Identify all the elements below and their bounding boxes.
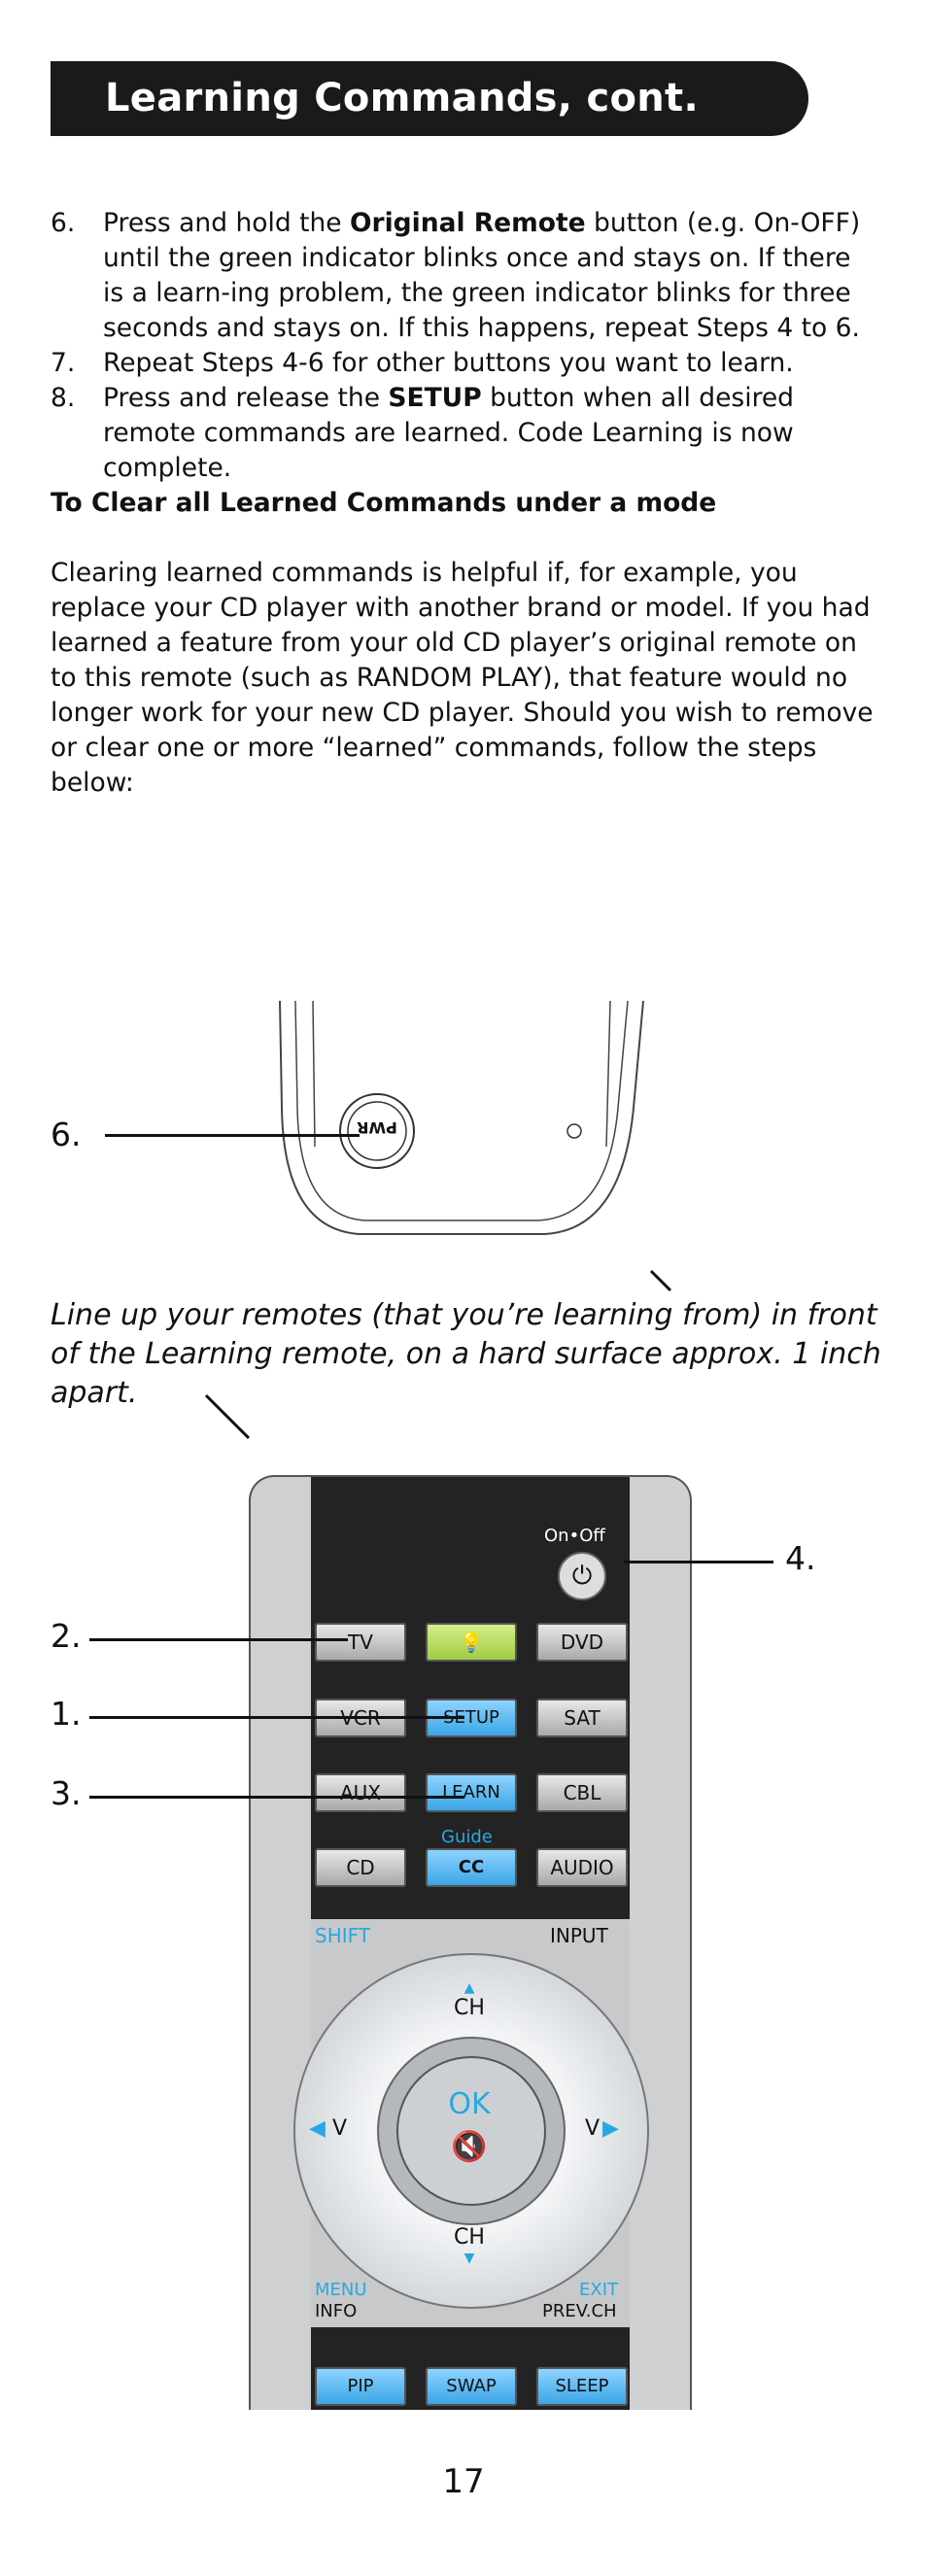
guide-label: Guide — [441, 1827, 493, 1847]
callout-line-6 — [105, 1134, 360, 1137]
step-text: Press and hold the — [103, 208, 350, 238]
pwr-button — [339, 1093, 415, 1169]
callout-line-4 — [624, 1561, 773, 1563]
input-label: INPUT — [550, 1924, 608, 1947]
step-8: 8. Press and release the SETUP button wh… — [51, 381, 876, 486]
audio-button: AUDIO — [536, 1848, 628, 1887]
step-bold: SETUP — [388, 383, 482, 413]
vol-right-arrow-icon: ▶ — [602, 2116, 619, 2141]
page-number: 17 — [442, 2462, 485, 2501]
pip-button: PIP — [315, 2367, 406, 2406]
callout-line-2 — [89, 1638, 348, 1641]
step-text: Repeat Steps 4-6 for other buttons you w… — [103, 348, 794, 378]
power-icon: ⏻ — [558, 1552, 606, 1600]
step-text: Press and release the — [103, 383, 389, 413]
vol-left-arrow-icon: ◀ — [309, 2116, 326, 2141]
swap-button: SWAP — [426, 2367, 517, 2406]
body-paragraph: Clearing learned commands is helpful if,… — [51, 558, 874, 798]
ok-label: OK — [448, 2087, 491, 2121]
ok-button — [396, 2056, 546, 2206]
callout-4: 4. — [785, 1539, 816, 1577]
ch-down-arrow-icon: ▼ — [464, 2250, 475, 2266]
section-header: Learning Commands, cont. — [51, 61, 808, 136]
step-text: button (e.g. On-OFF) until the green ind… — [103, 208, 861, 343]
step-number: 7. — [51, 348, 76, 378]
callout-line-3 — [89, 1796, 464, 1799]
remote-illustration: On•Off ⏻ TV 💡 DVD VCR SETUP SAT AUX LEAR… — [249, 1475, 692, 2410]
step-number: 6. — [51, 208, 76, 238]
step-6: 6. Press and hold the Original Remote bu… — [51, 206, 876, 346]
menu-label: MENU — [315, 2280, 367, 2300]
vol-left-label: V — [332, 2116, 348, 2141]
cc-button: CC — [426, 1848, 517, 1887]
step-number: 8. — [51, 383, 76, 413]
step-bold: Original Remote — [349, 208, 586, 238]
figure-caption: Line up your remotes (that you’re learni… — [51, 1298, 881, 1410]
light-bulb-icon: 💡 — [426, 1623, 517, 1662]
pointer-line — [204, 1393, 251, 1440]
callout-3: 3. — [51, 1774, 82, 1812]
info-label: INFO — [315, 2301, 358, 2321]
vol-right-label: V — [585, 2116, 601, 2141]
sat-button: SAT — [536, 1699, 628, 1737]
exit-label: EXIT — [579, 2280, 619, 2300]
tv-button: TV — [315, 1623, 406, 1662]
instructions: 6. Press and hold the Original Remote bu… — [51, 206, 876, 801]
sleep-button: SLEEP — [536, 2367, 628, 2406]
callout-1: 1. — [51, 1695, 82, 1733]
remote-bottom-illustration — [279, 1001, 672, 1292]
subheading: To Clear all Learned Commands under a mo… — [51, 488, 717, 518]
step-7: 7. Repeat Steps 4-6 for other buttons yo… — [51, 346, 876, 381]
cd-button: CD — [315, 1848, 406, 1887]
shift-label: SHIFT — [315, 1924, 371, 1947]
power-label: On•Off — [544, 1526, 605, 1546]
aux-button: AUX — [315, 1773, 406, 1812]
ch-up-label: CH — [454, 1996, 485, 2020]
callout-line-1 — [89, 1716, 464, 1719]
learn-button: LEARN — [426, 1773, 517, 1812]
section-title: Learning Commands, cont. — [105, 76, 699, 120]
callout-6: 6. — [51, 1116, 82, 1153]
cbl-button: CBL — [536, 1773, 628, 1812]
callout-2: 2. — [51, 1617, 82, 1655]
ch-down-label: CH — [454, 2225, 485, 2250]
dvd-button: DVD — [536, 1623, 628, 1662]
mute-icon: 🔇 — [451, 2130, 488, 2164]
step-text: button when all desired remote commands … — [103, 383, 795, 483]
ch-up-arrow-icon: ▲ — [464, 1980, 475, 1996]
prevch-label: PREV.CH — [542, 2301, 617, 2321]
indicator-light — [566, 1123, 582, 1139]
